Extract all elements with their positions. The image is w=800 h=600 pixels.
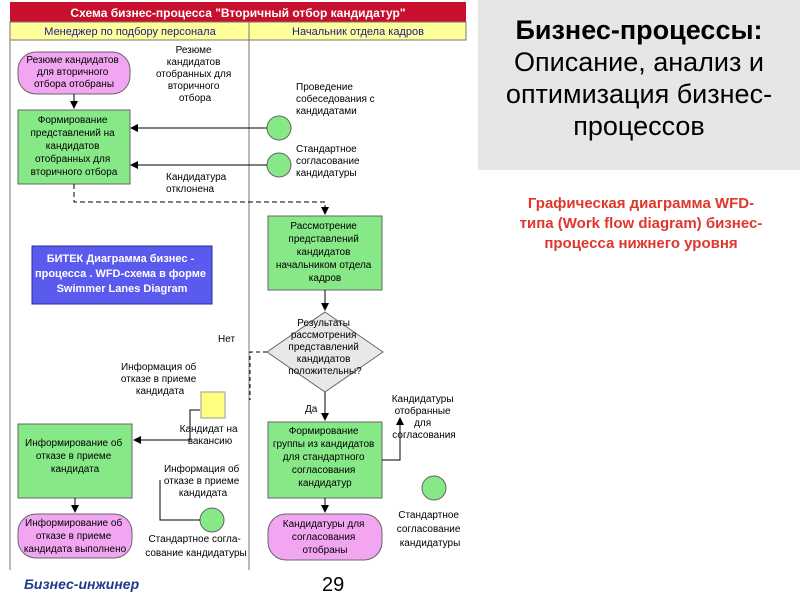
review-text: Рассмотрение представлений кандидатов на… — [276, 221, 374, 284]
refusal-info-label: Информация об отказе в приеме кандидата — [121, 361, 199, 397]
title-line-3: процессов — [573, 111, 705, 141]
decision-no-label: Нет — [218, 334, 235, 345]
standard-approval-event — [266, 152, 292, 178]
resumes-label: Резюме кандидатов отобранных для вторичн… — [156, 45, 234, 104]
end-refusal-text: Информирование об отказе в приеме кандид… — [24, 517, 127, 555]
lane-header-hr-head: Начальник отдела кадров — [292, 26, 424, 38]
diagram-title-bar — [10, 2, 466, 22]
standard-approval2-event — [199, 507, 225, 533]
title-line-1: Описание, анализ и — [514, 47, 764, 77]
lane-header-manager: Менеджер по подбору персонала — [44, 26, 216, 38]
inform-refusal-box — [17, 423, 133, 499]
standard-approval2-label: Стандартное согла- сование кандидатуры — [145, 534, 247, 559]
page-title: Бизнес-процессы: Описание, анализ и опти… — [478, 14, 800, 142]
decision-yes-label: Да — [305, 404, 318, 415]
refusal-info2-label: Информация об отказе в приеме кандидата — [164, 463, 242, 499]
standard-approval3-label: Стандартное согласование кандидатуры — [397, 510, 463, 549]
title-line-2: оптимизация бизнес- — [505, 79, 773, 109]
caption-line-3: процесса нижнего уровня — [544, 235, 738, 252]
footer-brand: Бизнес-инжинер — [24, 576, 140, 592]
bitek-note-text: БИТЕК Диаграмма бизнес - процесса . WFD-… — [35, 253, 209, 295]
candidate-document — [200, 391, 226, 419]
flow-form-to-review — [73, 184, 329, 215]
title-heading: Бизнес-процессы: — [515, 15, 763, 45]
standard-approval-label: Стандартное согласование кандидатуры — [296, 144, 362, 179]
selected-for-approval-label: Кандидатуры отобранные для согласования — [392, 394, 457, 441]
page-number: 29 — [322, 574, 345, 596]
start-terminal-text: Резюме кандидатов для вторичного отбора … — [26, 55, 121, 90]
flow-group-to-selected — [382, 417, 404, 461]
flow-approval2-to-end — [159, 480, 200, 521]
bitek-note — [31, 245, 213, 305]
end-approval-terminal — [267, 513, 383, 561]
form-group-box — [267, 421, 383, 499]
caption-line-1: Графическая диаграмма WFD- — [527, 195, 755, 212]
wfd-diagram: Схема бизнес-процесса "Вторичный отбор к… — [9, 2, 467, 570]
flow-decision-no — [249, 351, 267, 400]
inform-refusal-text: Информирование об отказе в приеме кандид… — [25, 437, 125, 475]
interview-label: Проведение собеседования с кандидатами — [296, 82, 377, 117]
diagram-title: Схема бизнес-процесса "Вторичный отбор к… — [70, 6, 405, 20]
title-panel — [478, 0, 800, 170]
standard-approval3-event — [421, 475, 447, 501]
interview-event — [266, 115, 292, 141]
end-refusal-terminal — [17, 513, 133, 559]
end-approval-text: Кандидатуры для согласования отобраны — [283, 519, 367, 556]
decision-text: Результаты рассмотрения представлений ка… — [288, 318, 362, 377]
rejected-label: Кандидатура отклонена — [166, 172, 229, 195]
diagram-caption: Графическая диаграмма WFD- типа (Work fl… — [488, 194, 794, 254]
caption-line-2: типа (Work flow diagram) бизнес- — [519, 215, 763, 232]
form-representations-box — [17, 109, 131, 185]
form-representations-text: Формирование представлений на кандидатов… — [31, 115, 118, 178]
flow-no-to-inform — [133, 409, 200, 444]
form-group-text: Формирование группы из кандидатов для ст… — [273, 426, 377, 489]
vacancy-candidate-label: Кандидат на вакансию — [180, 424, 241, 447]
